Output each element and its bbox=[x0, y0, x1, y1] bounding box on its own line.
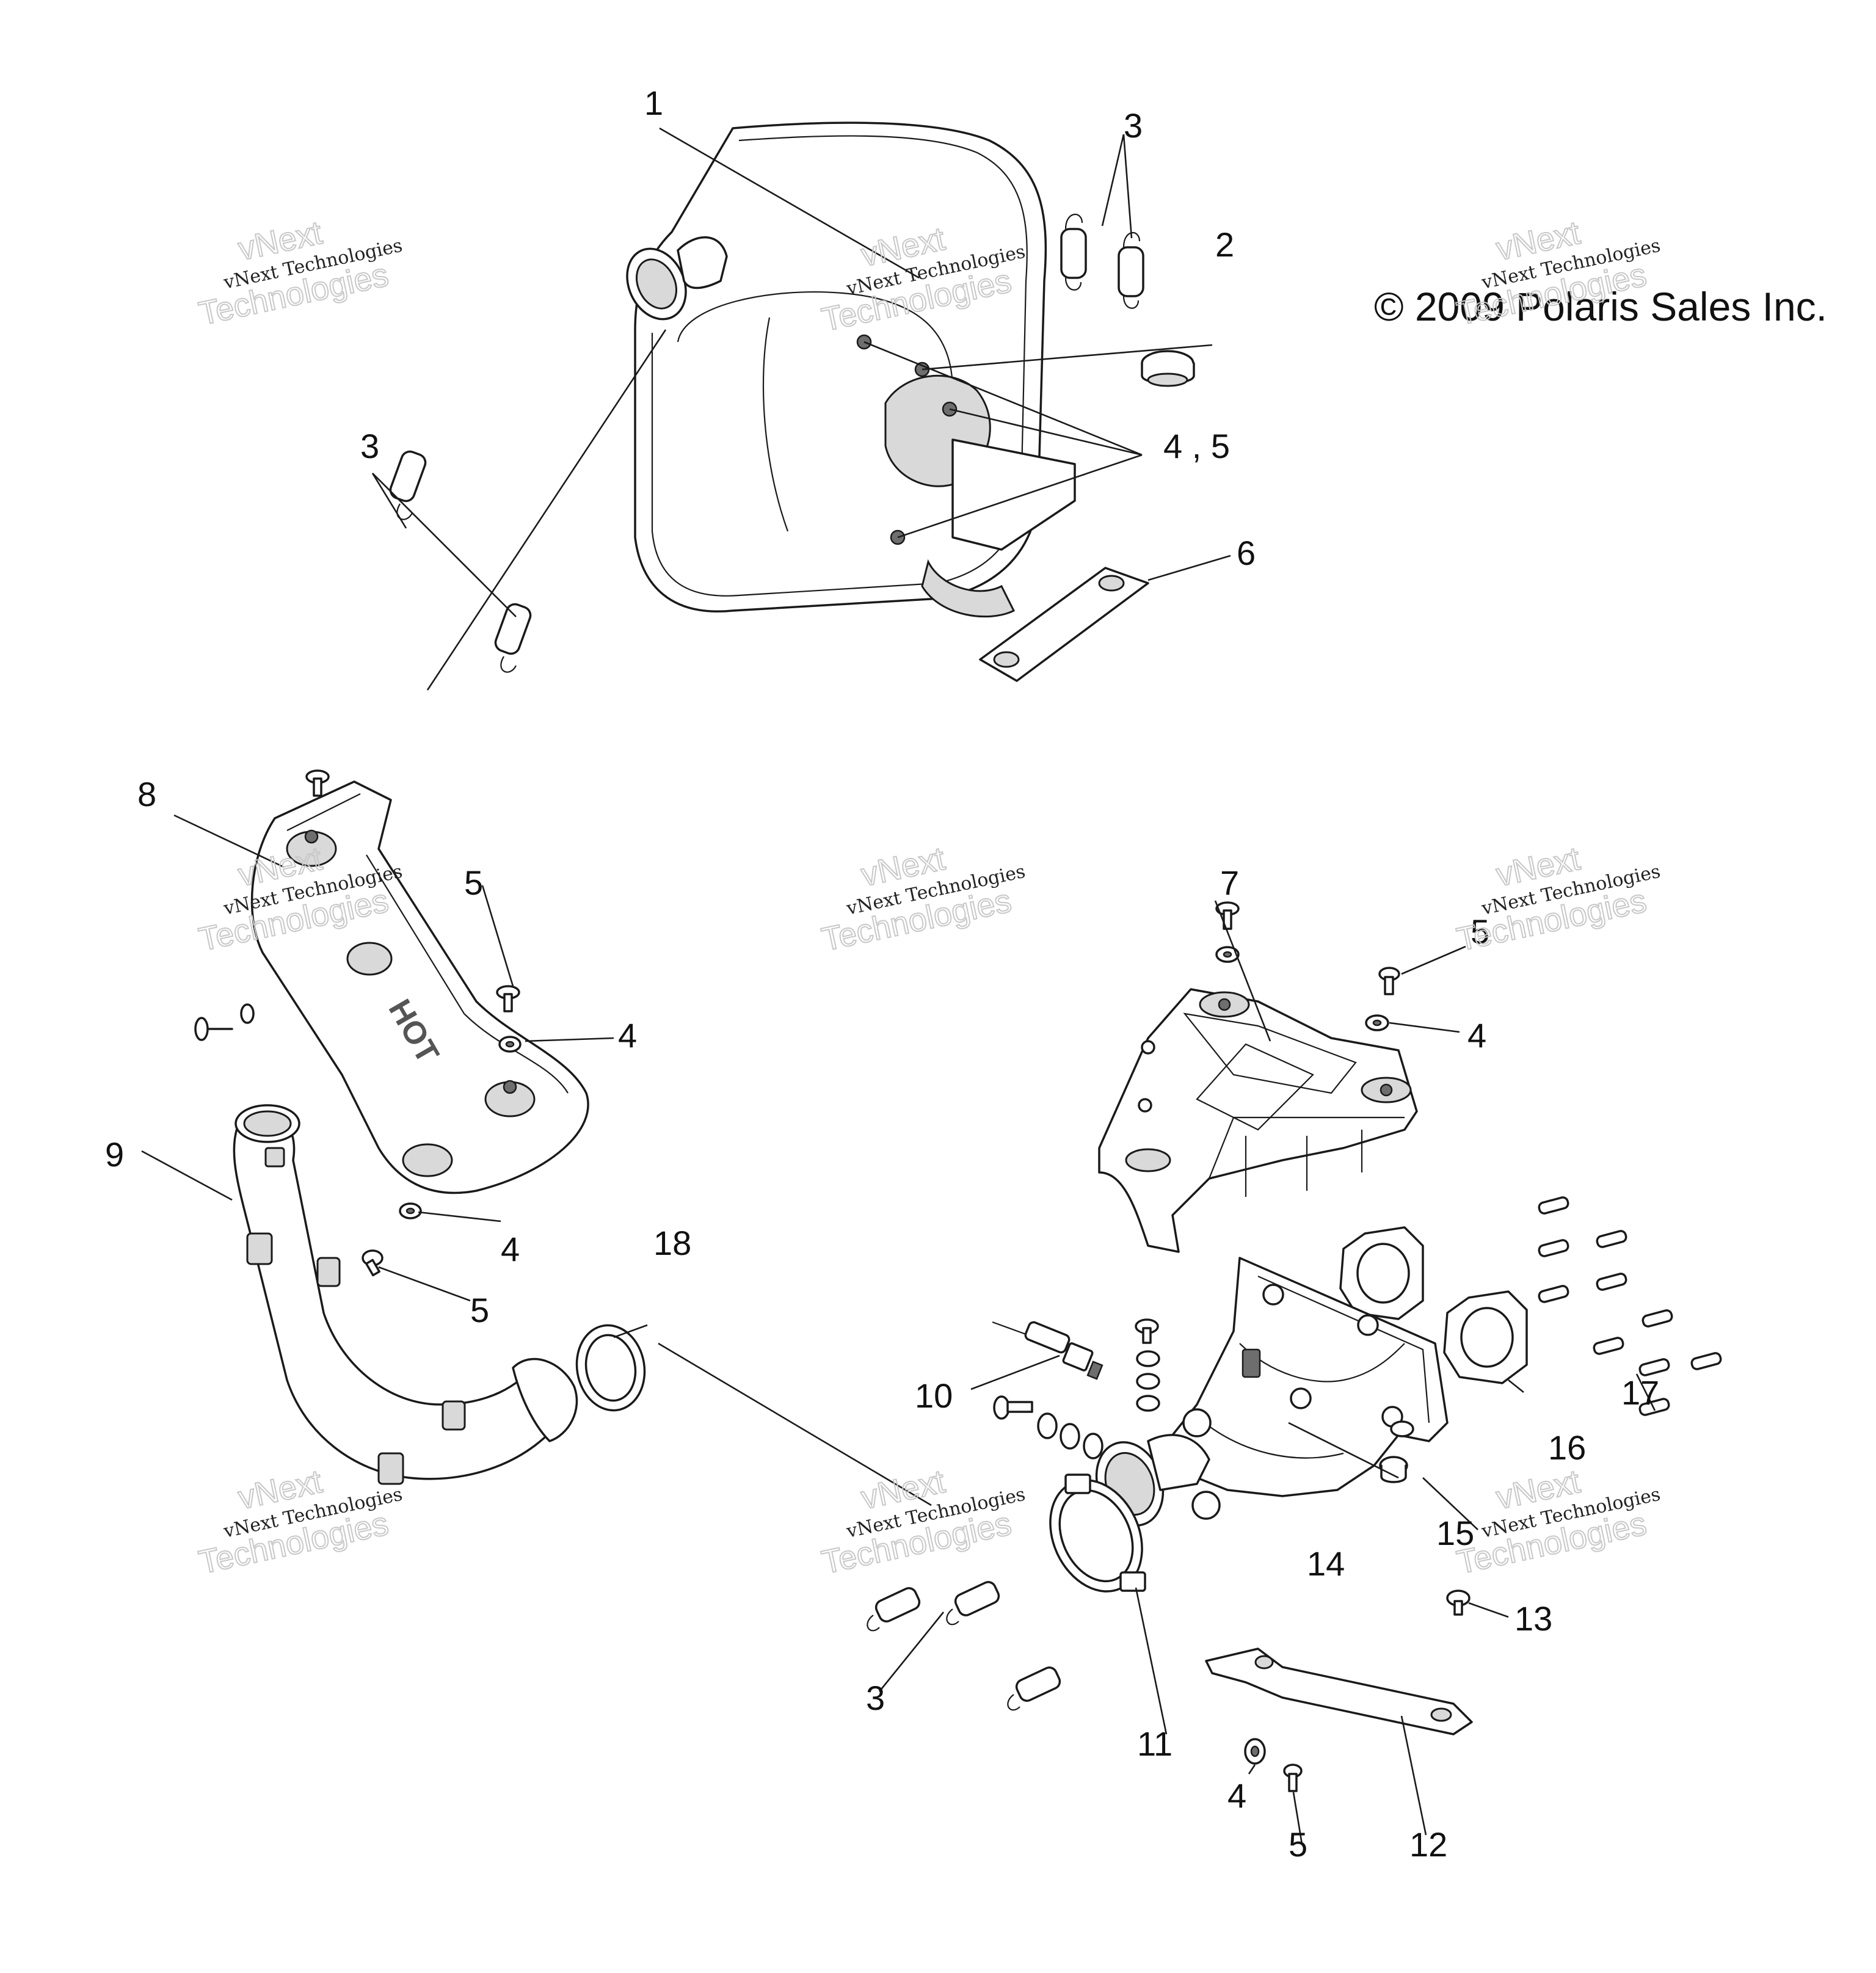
heat-shield-part-8: HOT bbox=[250, 780, 589, 1194]
callout-4-a: 4 bbox=[618, 1016, 637, 1055]
spring-bottom-c bbox=[1007, 1666, 1061, 1711]
callout-2: 2 bbox=[1215, 225, 1234, 264]
callout-13: 13 bbox=[1514, 1599, 1552, 1638]
callout-7: 7 bbox=[1220, 863, 1239, 902]
callout-6: 6 bbox=[1237, 534, 1256, 572]
bolt-5-c bbox=[1378, 967, 1400, 995]
grommet-part bbox=[1141, 350, 1195, 387]
bracket-part-6 bbox=[979, 567, 1149, 682]
callout-5-a: 5 bbox=[464, 863, 483, 902]
callout-10: 10 bbox=[915, 1376, 953, 1415]
callout-3-left: 3 bbox=[360, 427, 379, 465]
spring-left-b bbox=[494, 603, 532, 673]
callout-11: 11 bbox=[1137, 1724, 1172, 1763]
callout-labels: 1 3 2 3 4 , 5 6 8 5 7 5 4 4 9 4 18 5 17 … bbox=[105, 84, 1659, 1864]
callout-9: 9 bbox=[105, 1135, 124, 1174]
copyright-notice: © 2009 Polaris Sales Inc. bbox=[1374, 284, 1827, 329]
callout-4-b: 4 bbox=[501, 1230, 520, 1268]
bolt-7-top bbox=[1215, 901, 1240, 930]
callout-3-bottom: 3 bbox=[866, 1679, 885, 1717]
exhaust-manifold-part-14 bbox=[1147, 1257, 1449, 1497]
spring-top-right bbox=[1118, 231, 1144, 309]
callout-8: 8 bbox=[137, 775, 156, 813]
callout-16: 16 bbox=[1548, 1428, 1586, 1467]
callout-4-d: 4 bbox=[1227, 1776, 1246, 1815]
callout-3-top: 3 bbox=[1124, 106, 1143, 145]
washer-4-d bbox=[1244, 1738, 1266, 1765]
callout-1: 1 bbox=[644, 84, 663, 122]
nut-part-15 bbox=[1379, 1420, 1414, 1483]
washer-4-a bbox=[498, 1036, 522, 1053]
bolt-13 bbox=[1446, 1590, 1471, 1616]
callout-12: 12 bbox=[1409, 1825, 1447, 1864]
gasket-ring-part-18 bbox=[575, 1324, 646, 1412]
callout-15: 15 bbox=[1436, 1514, 1474, 1552]
bolt-5-a bbox=[496, 985, 520, 1012]
head-pipe-part-9 bbox=[233, 1104, 578, 1485]
bolt-5-d bbox=[1283, 1764, 1303, 1792]
callout-4-5: 4 , 5 bbox=[1163, 427, 1230, 465]
callout-18: 18 bbox=[653, 1224, 691, 1262]
bolt-10-side bbox=[993, 1395, 1033, 1420]
clamp-part-11 bbox=[1049, 1473, 1146, 1593]
callout-5-d: 5 bbox=[1289, 1825, 1307, 1864]
washer-stack bbox=[1135, 1318, 1160, 1412]
callout-4-c: 4 bbox=[1467, 1016, 1486, 1055]
callout-17: 17 bbox=[1621, 1373, 1659, 1412]
bracket-part-12 bbox=[1205, 1648, 1473, 1735]
heat-shield-part-7 bbox=[1098, 988, 1418, 1253]
spring-top-left bbox=[1060, 213, 1087, 291]
washers-row bbox=[1037, 1412, 1103, 1459]
callout-5-c: 5 bbox=[1471, 912, 1489, 951]
callout-14: 14 bbox=[1307, 1544, 1345, 1583]
outlet-flange bbox=[1095, 1408, 1221, 1527]
bolt-5-b bbox=[362, 1249, 384, 1277]
spring-bottom-a bbox=[867, 1587, 921, 1632]
bolt-8-side bbox=[194, 1003, 255, 1041]
muffler-part bbox=[626, 122, 1076, 618]
bolt-8-top bbox=[305, 769, 330, 797]
callout-5-b: 5 bbox=[470, 1291, 489, 1329]
leader-lines bbox=[141, 127, 1656, 1845]
gaskets-part-16 bbox=[1339, 1226, 1528, 1384]
washer-7-top bbox=[1215, 946, 1240, 963]
washer-4-b bbox=[399, 1202, 422, 1219]
spring-bottom-b bbox=[946, 1581, 1000, 1626]
o2-sensor-part-10 bbox=[992, 1321, 1103, 1380]
studs-part-17 bbox=[1538, 1196, 1722, 1416]
washer-4-c bbox=[1365, 1014, 1389, 1031]
